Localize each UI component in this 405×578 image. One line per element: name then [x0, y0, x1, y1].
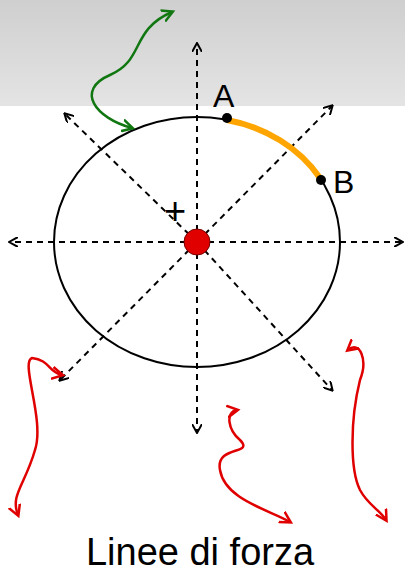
field-lines	[10, 44, 402, 432]
green-pointer	[92, 12, 172, 128]
charge	[184, 229, 210, 255]
point-label: B	[333, 166, 354, 198]
background-band	[0, 0, 405, 106]
red-pointers	[16, 347, 386, 522]
point-a	[222, 113, 232, 123]
arc-ab	[227, 120, 320, 178]
caption-text: Linee di forza	[86, 533, 314, 571]
equipotential-circle	[54, 117, 340, 367]
point-label: A	[213, 80, 234, 112]
point-b	[316, 175, 326, 185]
charge-sign: +	[164, 192, 186, 230]
